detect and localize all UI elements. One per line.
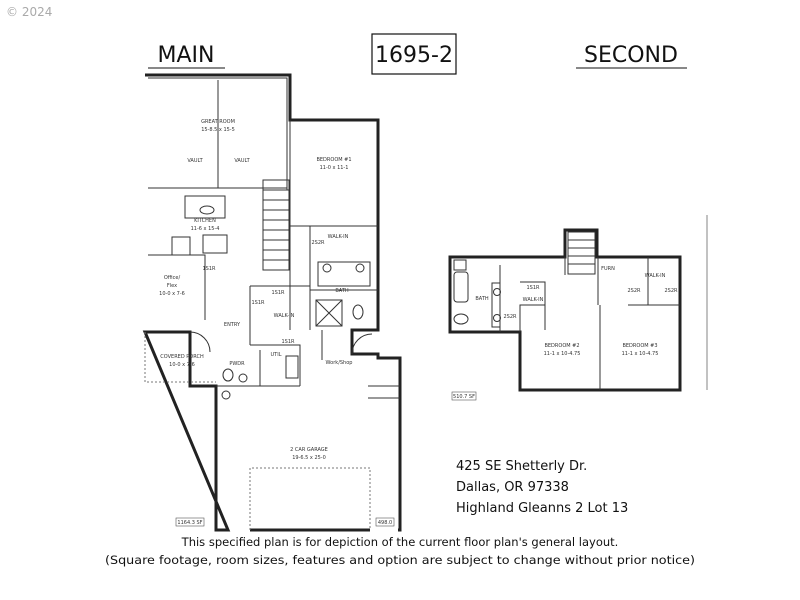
label-kitchen: KITCHEN <box>194 218 216 224</box>
label-office: Office/ <box>164 275 181 281</box>
toilet-second <box>453 313 469 325</box>
label-great-room: GREAT ROOM <box>201 119 235 125</box>
label-walk-in-second-1: WALK-IN <box>523 297 544 303</box>
label-bath-second: BATH <box>475 296 489 302</box>
water-heater <box>221 390 231 400</box>
area-garage: 498.0 <box>378 520 392 526</box>
main-heading: MAIN <box>158 43 215 68</box>
label-workshop: Work/Shop <box>326 360 353 366</box>
range <box>171 236 191 256</box>
address-line-3: Highland Gleanns 2 Lot 13 <box>456 501 628 516</box>
label-powder: PWDR <box>229 361 245 367</box>
label-vault-right: VAULT <box>234 158 250 164</box>
kitchen-island <box>184 195 226 219</box>
size-garage: 19-6.5 x 25-0 <box>292 455 326 461</box>
label-walk-in-bedroom: WALK-IN <box>328 234 349 240</box>
kitchen-sink <box>199 205 215 215</box>
toilet <box>352 304 364 320</box>
shelf-label: 1S1R <box>271 290 285 296</box>
shelf-label: 1S1R <box>202 266 216 272</box>
area-main: 1164.3 SF <box>177 520 202 526</box>
size-bedroom-1: 11-0 x 11-1 <box>320 165 349 171</box>
size-covered-porch: 10-0 x 7-6 <box>169 362 195 368</box>
label-utility: UTIL <box>271 352 282 358</box>
second-floor-plan: BATH WALK-IN WALK-IN FURN BEDROOM #2 11-… <box>448 215 708 401</box>
area-second: 510.7 SF <box>453 394 475 400</box>
label-bedroom-2: BEDROOM #2 <box>544 343 579 349</box>
copyright: © 2024 <box>6 5 52 19</box>
refrigerator <box>202 234 228 254</box>
label-garage: 2 CAR GARAGE <box>290 447 328 453</box>
disclaimer-line-1: This specified plan is for depiction of … <box>181 535 619 549</box>
address-line-1: 425 SE Shetterly Dr. <box>456 459 587 474</box>
washer-dryer <box>285 355 299 379</box>
shelf-label: 1S1R <box>281 339 295 345</box>
shower <box>315 299 343 327</box>
shelf-label: 2S2R <box>627 288 641 294</box>
plan-number: 1695-2 <box>375 43 453 68</box>
shelf-label: 2S2R <box>311 240 325 246</box>
label-flex: Flex <box>167 283 177 289</box>
second-stairs <box>567 231 596 275</box>
second-heading: SECOND <box>584 43 678 68</box>
label-walk-in-entry: WALK-IN <box>274 313 295 319</box>
label-walk-in-second-2: WALK-IN <box>645 273 666 279</box>
shelf-label: 1S1R <box>251 300 265 306</box>
label-bedroom-3: BEDROOM #3 <box>622 343 657 349</box>
label-bath: BATH <box>335 288 349 294</box>
disclaimer-line-2: (Square footage, room sizes, features an… <box>105 553 695 567</box>
label-vault-left: VAULT <box>187 158 203 164</box>
bath-vanity <box>317 261 371 287</box>
address-line-2: Dallas, OR 97338 <box>456 480 569 495</box>
size-bedroom-2: 11-1 x 10-4.75 <box>544 351 581 357</box>
label-entry: ENTRY <box>224 322 241 328</box>
bathtub <box>453 271 469 303</box>
shelf-label: 2S2R <box>503 314 517 320</box>
size-office: 10-0 x 7-6 <box>159 291 185 297</box>
label-furn: FURN <box>601 266 615 272</box>
size-great-room: 15-8.5 x 15-5 <box>201 127 235 133</box>
plan-number-box <box>371 33 457 75</box>
double-vanity <box>491 282 501 328</box>
label-covered-porch: COVERED PORCH <box>160 354 204 360</box>
main-stairs <box>262 179 290 271</box>
size-kitchen: 11-6 x 15-4 <box>191 226 220 232</box>
label-bedroom-1: BEDROOM #1 <box>316 157 351 163</box>
shelf-label: 1S1R <box>526 285 540 291</box>
main-floor-plan: GREAT ROOM 15-8.5 x 15-5 VAULT VAULT BED… <box>142 73 402 532</box>
shelf-label: 2S2R <box>664 288 678 294</box>
size-bedroom-3: 11-1 x 10-4.75 <box>622 351 659 357</box>
